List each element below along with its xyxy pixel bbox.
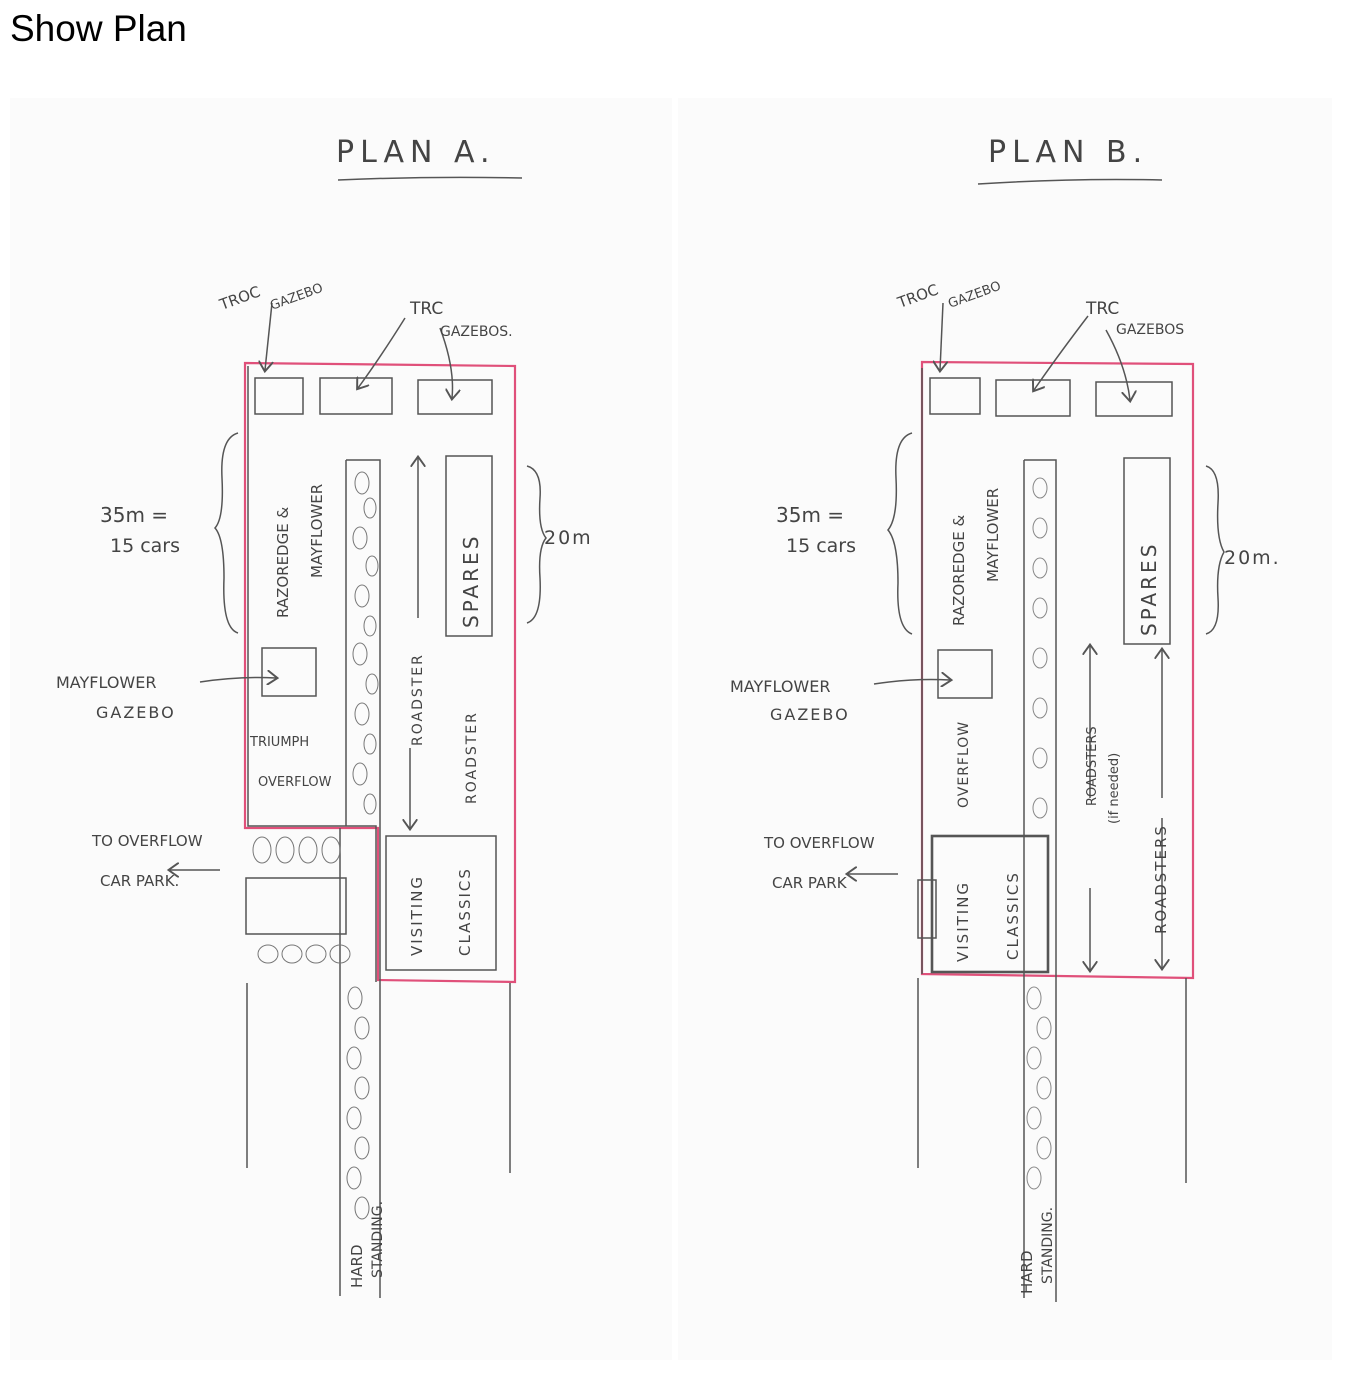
width-note: 20m. xyxy=(1224,547,1281,569)
mayflower-gazebo-box xyxy=(261,647,317,697)
length-brace xyxy=(213,432,239,634)
to-overflow-label: TO OVERFLOW xyxy=(91,832,203,850)
to-overflow-label: TO OVERFLOW xyxy=(763,834,875,852)
width-note: 20m xyxy=(544,527,593,549)
roadster-label-1: ROADSTER xyxy=(410,653,426,746)
classics-label: CLASSICS xyxy=(1004,871,1022,960)
overflow-label: OVERFLOW xyxy=(956,721,972,808)
troc-label: TROC xyxy=(894,281,940,313)
visiting-label: VISITING xyxy=(954,881,972,962)
mayflower-gazebo-label-2: GAZEBO xyxy=(96,703,176,722)
razoredge-label: RAZOREDGE & xyxy=(274,507,292,618)
mayflower-gazebo-label-1: MAYFLOWER xyxy=(56,673,156,692)
spares-box xyxy=(1123,457,1171,645)
if-needed-label: (if needed) xyxy=(1107,753,1122,824)
overflow-access-box xyxy=(917,879,937,939)
car-park-label: CAR PARK xyxy=(772,874,848,892)
trc-gazebos-label: GAZEBOS. xyxy=(440,324,513,340)
hard-standing-strip xyxy=(1024,459,1057,1302)
trc-label: TRC xyxy=(409,299,443,319)
plan-a-sheet: PLAN A. TROC GAZEBO TRC GAZEBOS. 35m = 1… xyxy=(10,98,672,1360)
razoredge-label: RAZOREDGE & xyxy=(950,515,968,626)
spares-box xyxy=(445,455,493,637)
roadsters-label-2: ROADSTERS xyxy=(1152,824,1170,934)
mayflower-zone-label: MAYFLOWER xyxy=(308,484,326,578)
site-boundary xyxy=(243,361,517,984)
length-note-2: 15 cars xyxy=(110,535,180,557)
width-brace xyxy=(526,465,547,624)
troc-gazebo-box xyxy=(929,377,981,415)
mayflower-gazebo-label-1: MAYFLOWER xyxy=(730,677,830,696)
hard-standing-pebbles xyxy=(252,471,379,1220)
page-title: Show Plan xyxy=(10,8,187,49)
triumph-label: TRIUMPH xyxy=(249,735,309,750)
length-note-1: 35m = xyxy=(776,503,844,527)
standing-label: STANDING. xyxy=(370,1201,386,1278)
standing-label: STANDING. xyxy=(1040,1207,1056,1284)
heading-underline xyxy=(337,176,523,181)
plan-b-drawing: PLAN B. TROC GAZEBO TRC GAZEBOS 35m = 15… xyxy=(730,135,1281,1302)
hard-standing-pebbles xyxy=(1026,477,1052,1190)
troc-gazebo-label: GAZEBO xyxy=(946,279,1003,312)
length-note-2: 15 cars xyxy=(786,535,856,557)
trc-gazebo-box-2 xyxy=(417,379,493,415)
trc-gazebos-label: GAZEBOS xyxy=(1116,322,1184,338)
width-brace xyxy=(1205,465,1225,635)
length-brace xyxy=(887,432,913,635)
troc-gazebo-box xyxy=(254,377,304,415)
plan-heading: PLAN A. xyxy=(336,135,496,170)
roadster-label-2: ROADSTER xyxy=(464,711,480,804)
spares-label: SPARES xyxy=(459,534,483,628)
car-park-label: CAR PARK. xyxy=(100,872,179,890)
trc-label: TRC xyxy=(1085,299,1119,319)
spares-label: SPARES xyxy=(1137,542,1161,636)
visiting-classics-box xyxy=(385,835,497,971)
trc-gazebo-box-1 xyxy=(995,379,1071,417)
troc-label: TROC xyxy=(216,283,262,315)
mayflower-gazebo-label-2: GAZEBO xyxy=(770,705,850,724)
classics-label: CLASSICS xyxy=(456,867,474,956)
hard-label: HARD xyxy=(348,1244,366,1288)
heading-underline xyxy=(977,178,1163,185)
plan-b-sheet: PLAN B. TROC GAZEBO TRC GAZEBOS 35m = 15… xyxy=(678,98,1332,1360)
mayflower-gazebo-box xyxy=(937,649,993,699)
plan-heading: PLAN B. xyxy=(988,135,1148,170)
mayflower-zone-label: MAYFLOWER xyxy=(984,488,1002,582)
visiting-classics-box xyxy=(930,834,1050,974)
plan-a-drawing: PLAN A. TROC GAZEBO TRC GAZEBOS. 35m = 1… xyxy=(56,135,593,1298)
troc-gazebo-label: GAZEBO xyxy=(268,281,325,314)
roadsters-label-1: ROADSTERS xyxy=(1085,726,1100,806)
trc-gazebo-box-2 xyxy=(1095,381,1173,417)
visiting-label: VISITING xyxy=(408,875,426,956)
hard-standing-strip xyxy=(346,459,381,1298)
hard-label: HARD xyxy=(1018,1250,1036,1294)
overflow-label: OVERFLOW xyxy=(258,775,332,790)
length-note-1: 35m = xyxy=(100,503,168,527)
trc-gazebo-box-1 xyxy=(319,377,393,415)
overflow-access-box xyxy=(245,877,347,935)
